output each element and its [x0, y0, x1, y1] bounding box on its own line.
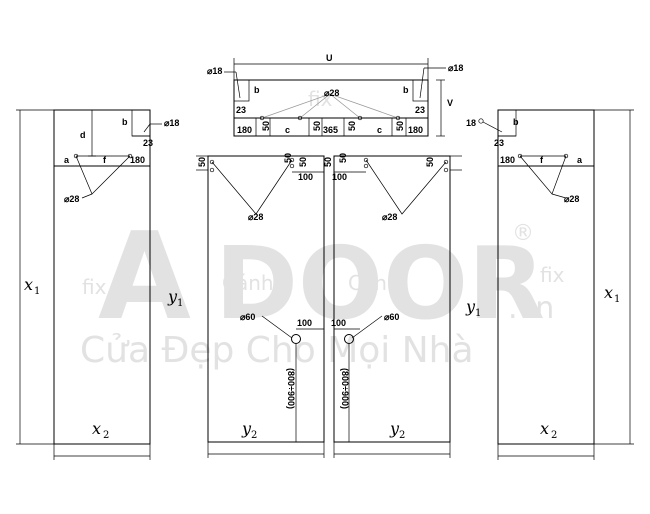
label-y2-left: y	[241, 419, 252, 438]
label-right-b: b	[513, 117, 519, 127]
label-left-d18: ⌀18	[164, 118, 179, 128]
door-left-outline	[207, 155, 325, 443]
watermark-fix-top: fix	[308, 87, 333, 111]
label-top-365: 365	[323, 125, 338, 135]
top-panel: U V ⌀18 ⌀18 b b 23 23 ⌀28 180 50	[207, 53, 463, 137]
label-door-left-50a: 50	[197, 157, 207, 167]
label-top-b-left: b	[254, 85, 260, 95]
label-door-left-canh: Cánh	[222, 271, 274, 295]
label-y2-right: y	[389, 419, 400, 438]
label-left-f: f	[103, 155, 107, 165]
label-door-left-d28: ⌀28	[248, 212, 263, 222]
label-top-d28: ⌀28	[324, 88, 339, 98]
label-left-b: b	[122, 117, 128, 127]
right-panel: x 1 x 2 b 23 18 180 f a ⌀28	[466, 109, 634, 460]
label-y1-right: y	[465, 297, 476, 316]
label-door-right-d60: ⌀60	[384, 312, 399, 322]
label-door-left-100-top: 100	[298, 172, 313, 182]
label-left-23: 23	[143, 138, 153, 148]
label-right-18: 18	[466, 118, 476, 128]
label-top-180-left: 180	[237, 125, 252, 135]
label-top-b-right: b	[403, 85, 409, 95]
label-top-d18-right: ⌀18	[448, 63, 463, 73]
label-right-23: 23	[494, 138, 504, 148]
label-top-50d: 50	[395, 121, 405, 131]
watermark-fix-left: fix	[82, 275, 107, 299]
svg-text:1: 1	[34, 286, 40, 297]
watermark: A DOOR ® fix fix .vn Cửa Đẹp Cho Mọi Nhà…	[80, 87, 565, 371]
label-x2-left: x	[92, 419, 101, 438]
label-door-left-range: (800÷900)	[286, 368, 296, 409]
label-door-left-100: 100	[297, 318, 312, 328]
svg-text:2: 2	[399, 430, 405, 441]
label-left-d: d	[80, 130, 86, 140]
label-top-c-left: c	[285, 125, 290, 135]
door-right: 50 50 50 100 ⌀28 ⌀60 100 (800÷900) y 2 C…	[323, 153, 481, 458]
label-left-180: 180	[130, 155, 145, 165]
label-x2-right: x	[540, 419, 549, 438]
watermark-a: A	[98, 208, 191, 347]
label-top-23-left: 23	[236, 105, 246, 115]
label-top-50c: 50	[347, 121, 357, 131]
label-door-right-100: 100	[331, 318, 346, 328]
label-top-c-right: c	[377, 125, 382, 135]
label-door-right-50a: 50	[323, 157, 333, 167]
top-hinge-box-right	[412, 79, 429, 102]
label-top-180-right: 180	[408, 125, 423, 135]
label-top-50a: 50	[261, 121, 271, 131]
label-right-d28: ⌀28	[564, 194, 579, 204]
watermark-registered: ®	[512, 221, 534, 246]
label-door-right-50c: 50	[425, 157, 435, 167]
label-door-right-canh: Cánh	[348, 271, 400, 295]
label-door-right-range: (800÷900)	[340, 368, 350, 409]
svg-text:2: 2	[551, 430, 557, 441]
label-x1-right: x	[604, 283, 613, 302]
label-door-left-50c: 50	[298, 157, 308, 167]
svg-text:1: 1	[475, 308, 481, 319]
watermark-door: DOOR	[215, 225, 545, 342]
label-door-left-50b: 50	[283, 153, 293, 163]
watermark-vn: .vn	[508, 291, 554, 326]
door-right-handle-hole	[344, 334, 354, 344]
left-panel-outline	[53, 109, 151, 445]
label-right-a: a	[577, 155, 583, 165]
svg-text:1: 1	[614, 294, 620, 305]
label-u: U	[326, 53, 333, 63]
label-door-right-100-top: 100	[332, 172, 347, 182]
label-top-50b: 50	[312, 121, 322, 131]
label-left-a: a	[64, 155, 70, 165]
top-panel-dim-strip	[233, 117, 429, 137]
door-right-outline	[333, 155, 451, 443]
right-panel-outline	[497, 109, 595, 445]
svg-text:2: 2	[103, 430, 109, 441]
label-x1-left: x	[24, 275, 33, 294]
label-v: V	[447, 98, 453, 108]
label-y1-left: y	[167, 287, 178, 306]
left-panel: x 1 x 2 b d 23 ⌀18 a f 180 ⌀28 y 1	[16, 109, 183, 460]
label-left-d28: ⌀28	[64, 194, 79, 204]
label-top-d18-left: ⌀18	[207, 66, 222, 76]
label-door-left-d60: ⌀60	[240, 312, 255, 322]
door-left: 50 50 50 100 ⌀28 ⌀60 100 (800÷900) y 2 C…	[196, 153, 325, 458]
door-left-handle-hole	[291, 334, 301, 344]
label-right-180: 180	[500, 155, 515, 165]
label-door-right-50b: 50	[338, 153, 348, 163]
watermark-slogan: Cửa Đẹp Cho Mọi Nhà	[80, 330, 474, 371]
label-right-f: f	[540, 155, 544, 165]
top-hinge-box-left	[233, 79, 250, 102]
svg-text:2: 2	[251, 430, 257, 441]
label-door-right-d28: ⌀28	[382, 212, 397, 222]
svg-text:1: 1	[177, 298, 183, 309]
watermark-fix-right: fix	[540, 263, 565, 287]
label-top-23-right: 23	[415, 105, 425, 115]
